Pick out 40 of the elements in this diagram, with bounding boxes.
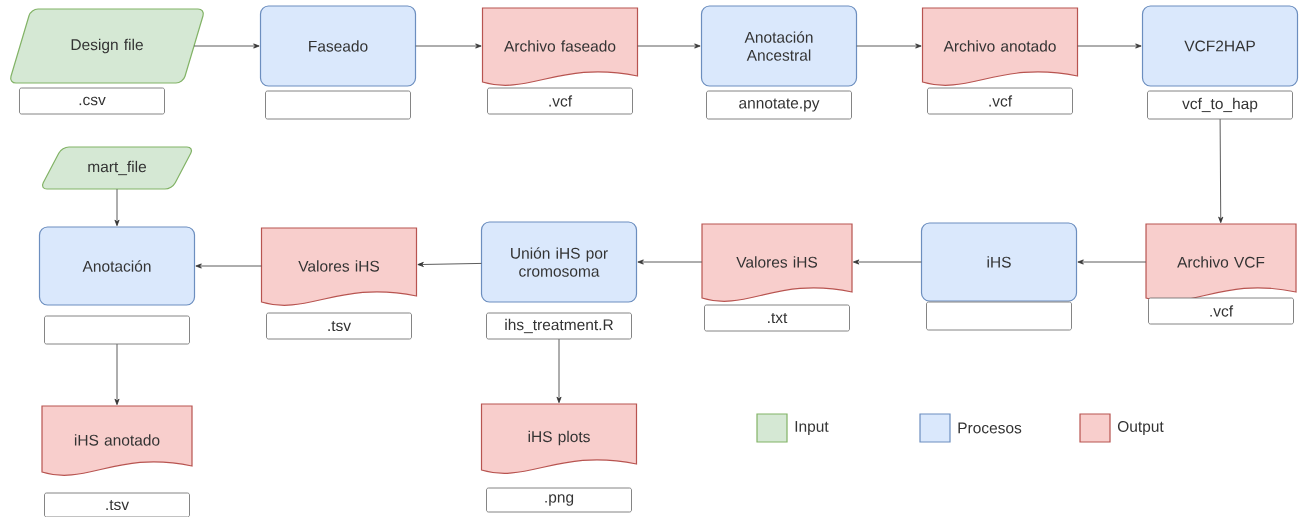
arrow — [415, 43, 482, 49]
arrow — [1077, 43, 1142, 49]
file-box: vcf_to_hap — [1147, 90, 1293, 120]
file-box: annotate.py — [706, 90, 852, 120]
legend-label: Output — [1117, 421, 1164, 435]
file-box: .vcf — [487, 87, 633, 115]
arrow — [193, 43, 260, 49]
file-box: ihs_treatment.R — [486, 312, 632, 340]
process-box: Anotación Ancestral — [700, 5, 858, 87]
input-parallelogram: mart_file — [41, 146, 193, 190]
arrow — [195, 263, 262, 269]
file-box: .tsv — [266, 312, 412, 340]
arrow — [1077, 259, 1147, 265]
arrow — [1218, 118, 1224, 224]
process-box: iHS — [920, 222, 1078, 302]
file-box: .vcf — [927, 87, 1073, 115]
file-box: .png — [486, 487, 632, 513]
arrow — [417, 261, 482, 267]
arrow — [114, 188, 120, 227]
arrow — [556, 338, 562, 404]
arrow — [852, 259, 922, 265]
file-box — [926, 301, 1072, 331]
file-box: .csv — [19, 87, 165, 115]
legend-label: Procesos — [958, 422, 1022, 434]
file-box: .tsv — [44, 492, 190, 517]
node-label: .vcf — [1210, 305, 1234, 317]
process-box: VCF2HAP — [1141, 5, 1299, 87]
file-box — [265, 90, 411, 120]
arrow — [637, 259, 703, 265]
arrow — [856, 43, 922, 49]
legend-label: Input — [795, 421, 829, 435]
arrow — [114, 343, 120, 406]
file-box — [44, 315, 190, 345]
input-parallelogram: Design file — [10, 8, 204, 84]
arrow — [637, 43, 701, 49]
process-box: Unión iHS por cromosoma — [480, 221, 638, 303]
process-box: Anotación — [38, 226, 196, 306]
process-box: Faseado — [259, 5, 417, 87]
file-box: .txt — [704, 304, 850, 332]
file-box: .vcf — [1148, 297, 1294, 325]
